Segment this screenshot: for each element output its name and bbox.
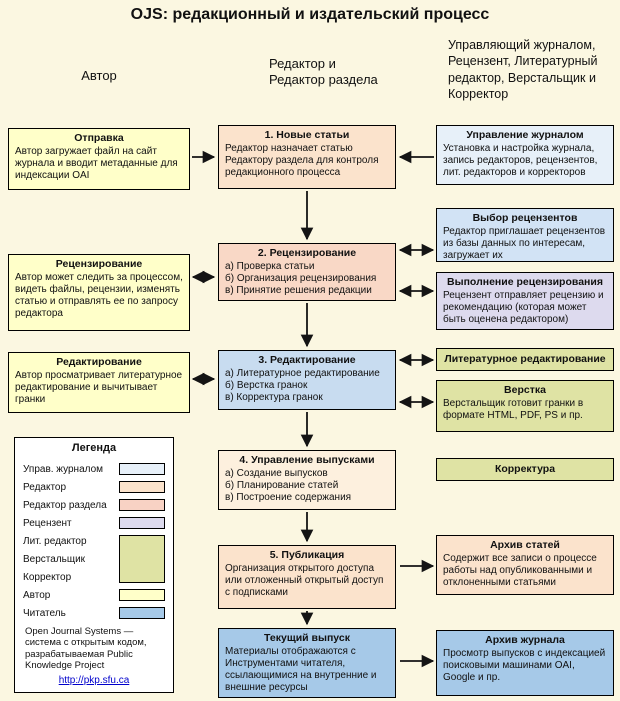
box-title: Редактирование — [56, 356, 142, 368]
legend-row-reader: Читатель — [15, 604, 173, 622]
legend-label: Автор — [23, 589, 51, 601]
box-body: а) Создание выпусков б) Планирование ста… — [225, 467, 352, 503]
box-title: Выполнение рецензирования — [447, 276, 603, 288]
legend-row-author: Автор — [15, 586, 173, 604]
legend-label: Лит. редактор — [23, 535, 87, 547]
box-title: Рецензирование — [55, 258, 143, 270]
box-title: 2. Рецензирование — [257, 247, 357, 259]
box-proofreading: Корректура — [436, 458, 614, 481]
box-step4-issue-management: 4. Управление выпусками а) Создание выпу… — [218, 450, 396, 510]
legend-swatch-reader — [119, 607, 165, 619]
legend-swatch-section-editor — [119, 499, 165, 511]
box-title: Верстка — [504, 384, 546, 396]
box-title: Корректура — [494, 463, 556, 476]
legend-row-layout-editor: Верстальщик — [15, 550, 173, 568]
box-step3-editing: 3. Редактирование а) Литературное редакт… — [218, 350, 396, 410]
box-title: 3. Редактирование — [258, 354, 356, 366]
legend-label: Читатель — [23, 607, 66, 619]
legend-swatch-editor — [119, 481, 165, 493]
legend-title: Легенда — [71, 442, 117, 454]
box-body: Редактор назначает статью Редактору разд… — [225, 142, 379, 178]
box-title: Архив журнала — [485, 634, 565, 646]
legend-label: Рецензент — [23, 517, 72, 529]
box-author-submission: Отправка Автор загружает файл на сайт жу… — [8, 128, 190, 190]
column-header-editor: Редактор и Редактор раздела — [269, 56, 378, 88]
box-title: Архив статей — [490, 539, 560, 551]
box-step2-review: 2. Рецензирование а) Проверка статьи б) … — [218, 243, 396, 301]
legend-row-proofreader: Корректор — [15, 568, 173, 586]
box-author-review: Рецензирование Автор может следить за пр… — [8, 254, 190, 331]
box-copyediting: Литературное редактирование — [436, 348, 614, 371]
legend-row-journal-manager: Управ. журналом — [15, 460, 173, 478]
box-step5-publication: 5. Публикация Организация открытого дост… — [218, 545, 396, 609]
legend-swatch-reviewer — [119, 517, 165, 529]
box-title: Отправка — [74, 132, 124, 144]
box-body: Редактор приглашает рецензентов из базы … — [443, 225, 606, 261]
box-body: Организация открытого доступа или отложе… — [225, 562, 384, 598]
pkp-link[interactable]: http://pkp.sfu.ca — [58, 675, 130, 686]
box-body: Содержит все записи о процессе работы на… — [443, 552, 597, 588]
legend-label: Верстальщик — [23, 553, 86, 565]
legend-row-section-editor: Редактор раздела — [15, 496, 173, 514]
legend-row-copyeditor: Лит. редактор — [15, 532, 173, 550]
legend-swatch-journal-manager — [119, 463, 165, 475]
box-layout: Верстка Верстальщик готовит гранки в фор… — [436, 380, 614, 432]
box-current-issue: Текущий выпуск Материалы отображаются с … — [218, 628, 396, 698]
legend-label: Корректор — [23, 571, 72, 583]
legend-box: Легенда Управ. журналом Редактор Редакто… — [14, 437, 174, 693]
box-body: Автор может следить за процессом, видеть… — [15, 271, 183, 319]
legend-label: Управ. журналом — [23, 463, 104, 475]
box-title: Текущий выпуск — [264, 632, 350, 644]
box-body: Рецензент отправляет рецензию и рекоменд… — [443, 289, 604, 325]
box-author-editing: Редактирование Автор просматривает литер… — [8, 352, 190, 413]
legend-note: Open Journal Systems — система с открыты… — [25, 626, 147, 672]
box-article-archive: Архив статей Содержит все записи о проце… — [436, 535, 614, 595]
legend-label: Редактор — [23, 481, 67, 493]
box-body: Материалы отображаются с Инструментами ч… — [225, 645, 377, 693]
box-body: Верстальщик готовит гранки в формате HTM… — [443, 397, 584, 421]
legend-row-reviewer: Рецензент — [15, 514, 173, 532]
box-title: 1. Новые статьи — [264, 129, 350, 141]
box-title: Выбор рецензентов — [472, 212, 578, 224]
box-body: а) Литературное редактирование б) Верстк… — [225, 367, 380, 403]
legend-row-editor: Редактор — [15, 478, 173, 496]
box-title: Управление журналом — [466, 129, 584, 141]
column-header-staff: Управляющий журналом, Рецензент, Литерат… — [448, 38, 598, 101]
box-body: Автор просматривает литературное редакти… — [15, 369, 183, 405]
legend-swatch-author — [119, 589, 165, 601]
box-journal-management: Управление журналом Установка и настройк… — [436, 125, 614, 185]
box-reviewer-selection: Выбор рецензентов Редактор приглашает ре… — [436, 208, 614, 262]
diagram-title: OJS: редакционный и издательский процесс — [130, 6, 490, 23]
column-header-author: Автор — [81, 68, 117, 83]
legend-swatch-staff-group — [119, 535, 165, 583]
box-journal-archive: Архив журнала Просмотр выпусков с индекс… — [436, 630, 614, 696]
box-body: Автор загружает файл на сайт журнала и в… — [15, 145, 178, 181]
box-title: 4. Управление выпусками — [239, 454, 375, 466]
box-title: 5. Публикация — [269, 549, 345, 561]
box-review-execution: Выполнение рецензирования Рецензент отпр… — [436, 272, 614, 330]
legend-label: Редактор раздела — [23, 499, 107, 511]
box-body: Просмотр выпусков с индексацией поисковы… — [443, 647, 606, 683]
box-title: Литературное редактирование — [444, 353, 606, 366]
box-body: Установка и настройка журнала, запись ре… — [443, 142, 598, 178]
box-step1-new-articles: 1. Новые статьи Редактор назначает стать… — [218, 125, 396, 189]
legend-rows: Управ. журналом Редактор Редактор раздел… — [15, 460, 173, 622]
box-body: а) Проверка статьи б) Организация реценз… — [225, 260, 377, 296]
